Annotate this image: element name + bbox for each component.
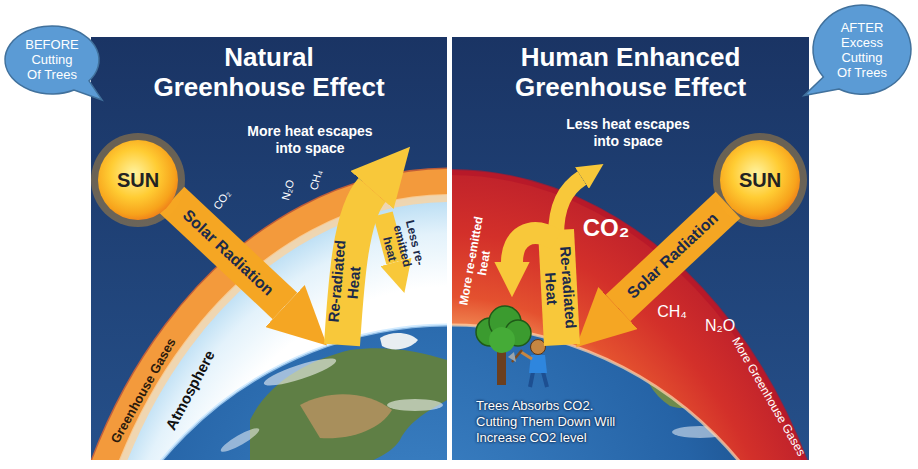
gas-label: CH₄	[307, 169, 324, 192]
band-label: More Greenhouse Gases	[728, 335, 807, 459]
heat-label: More re-emitted heat	[457, 213, 499, 311]
axe-blade	[508, 352, 516, 362]
escape-label: Less heat escapes into space	[558, 116, 698, 150]
earth	[91, 325, 447, 460]
cloud	[594, 343, 647, 362]
cloud	[262, 354, 339, 391]
heat-label: Re-radiated Heat	[324, 236, 366, 329]
gas-label: CO₂	[211, 188, 233, 212]
sun-disc	[720, 140, 800, 220]
gas-label: N₂O	[705, 317, 735, 335]
escaping-heat-arrow	[556, 178, 582, 236]
tree-leaves	[489, 327, 515, 353]
reemitted-heat-arrow	[512, 233, 556, 262]
figure-arm	[521, 352, 532, 359]
panel: SUN Human Enhanced Greenhouse Effect	[452, 37, 809, 460]
gas-label: N₂O	[279, 178, 297, 201]
sun-glow	[713, 133, 807, 227]
radiation-label: Solar Radiation	[624, 209, 722, 302]
panel-title: Natural Greenhouse Effect	[150, 42, 388, 102]
tree	[476, 306, 531, 385]
earth	[452, 325, 809, 460]
natural-panel-art	[91, 37, 447, 460]
note-text: Trees Absorbs CO2. Cutting Them Down Wil…	[476, 398, 624, 446]
earth-rim	[452, 325, 809, 460]
sun-disc	[98, 140, 178, 220]
panel-title: Human Enhanced Greenhouse Effect	[512, 42, 750, 102]
atmosphere-label: Atmosphere	[162, 347, 218, 432]
escape-label: More heat escapes into space	[235, 123, 385, 157]
land-desert	[300, 394, 392, 438]
figure-leg	[543, 372, 547, 387]
land-mass	[640, 348, 718, 408]
cloud	[672, 426, 728, 438]
sun-label: SUN	[739, 169, 781, 191]
callout-bubble: BEFORE Cutting Of Trees	[4, 25, 100, 95]
earth-ocean	[452, 325, 809, 460]
gas-label: CO₂	[583, 214, 630, 242]
solar-radiation-arrow	[618, 205, 728, 308]
land-ice	[380, 333, 418, 349]
cloud	[387, 399, 443, 411]
figure-head	[531, 340, 546, 355]
cloud	[218, 425, 261, 456]
gas-label: CH₄	[657, 303, 687, 321]
callout-text: BEFORE Cutting Of Trees	[24, 37, 80, 82]
sun-circle: SUN	[98, 140, 178, 220]
woodcutter-figure	[508, 340, 547, 388]
sun-glow	[91, 133, 185, 227]
sun-label: SUN	[117, 169, 159, 191]
solar-radiation-arrow	[172, 200, 285, 306]
enhanced-panel-art	[452, 37, 809, 460]
callout-outline	[804, 5, 911, 96]
callout-bubble: AFTER Excess Cutting Of Trees	[812, 4, 912, 95]
earth-ocean	[91, 325, 447, 460]
callout-text: AFTER Excess Cutting Of Trees	[834, 20, 890, 80]
radiation-label: Solar Radiation	[179, 206, 277, 299]
sun-circle: SUN	[720, 140, 800, 220]
earth-rim	[91, 325, 447, 460]
band-label: Greenhouse Gases	[108, 336, 179, 447]
heat-label: Less re-emitted heat	[375, 209, 429, 282]
figure-leg	[530, 372, 533, 387]
heat-label: Re-radiated Heat	[540, 242, 580, 334]
callout-outline	[5, 26, 102, 100]
